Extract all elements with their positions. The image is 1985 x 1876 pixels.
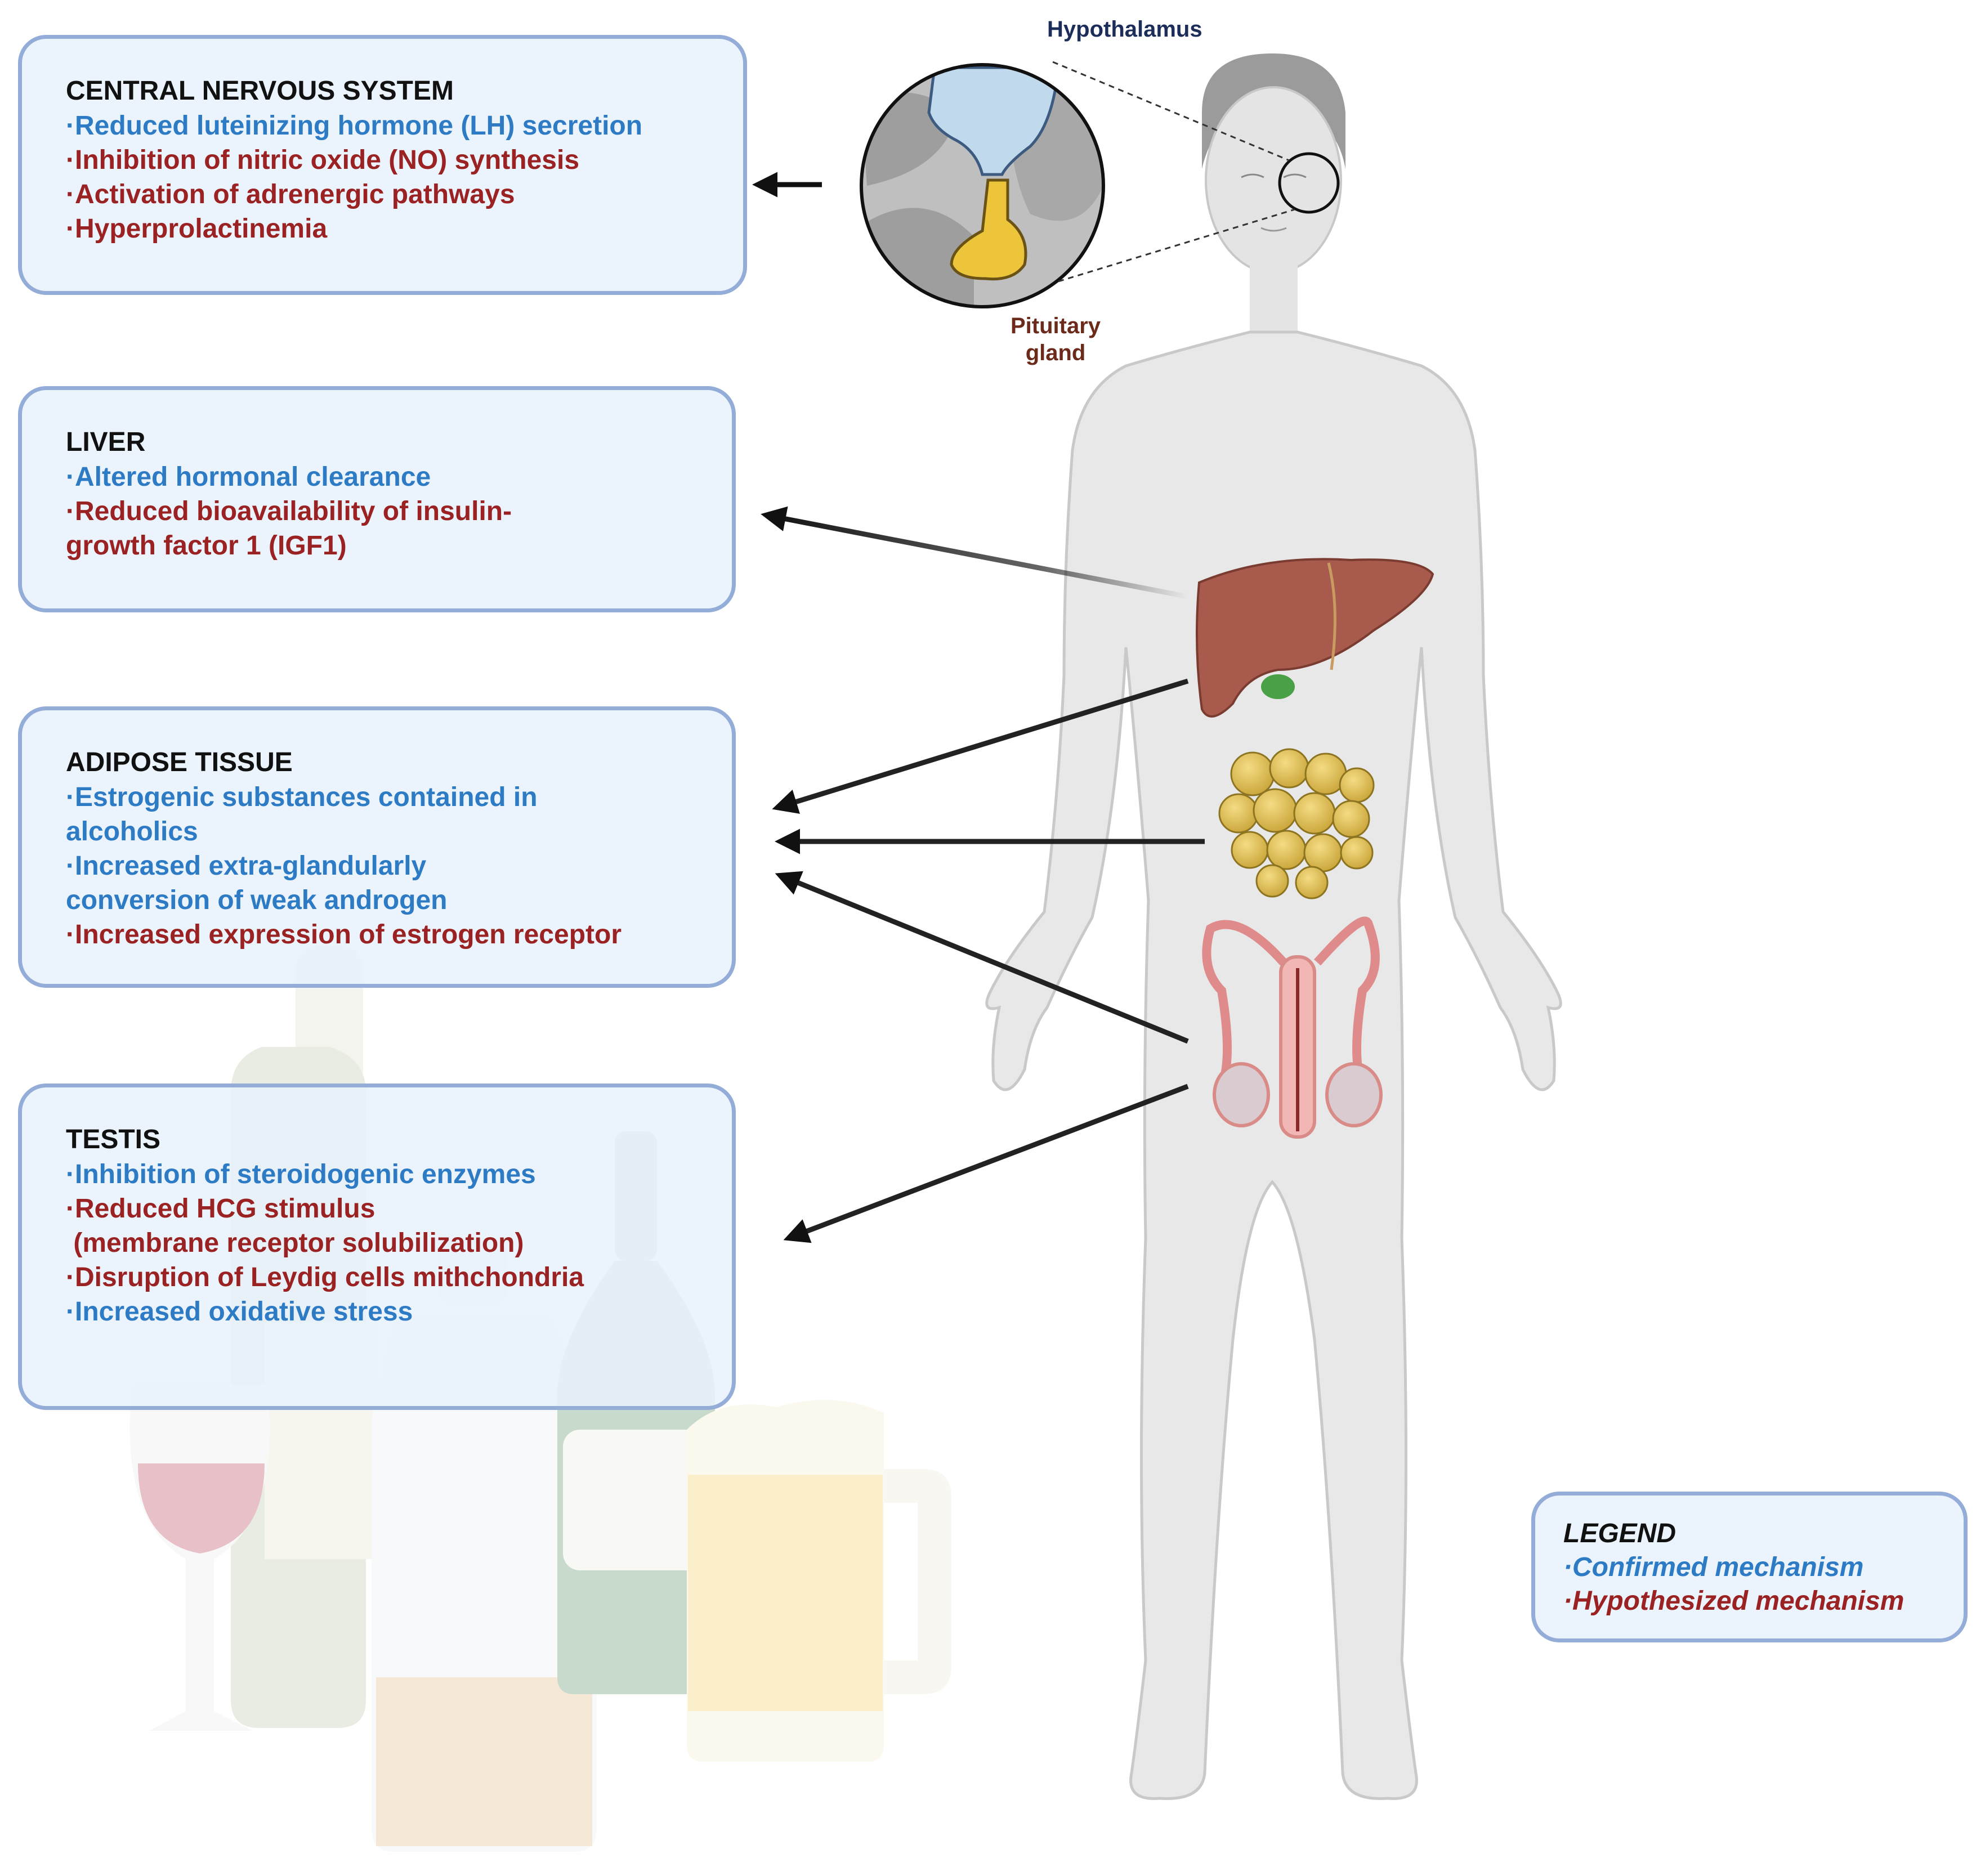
mechanism-item: ·Increased oxidative stress <box>66 1295 732 1329</box>
arrow-testis <box>783 1083 1189 1243</box>
mechanism-text: Confirmed mechanism <box>1572 1552 1864 1582</box>
bullet-mark: · <box>66 920 75 950</box>
cns-box: CENTRAL NERVOUS SYSTEM ·Reduced luteiniz… <box>18 35 747 295</box>
pituitary-gland-label: Pituitary gland <box>1011 312 1101 366</box>
liver-icon <box>1196 558 1434 718</box>
mechanism-item: (membrane receptor solubilization) <box>66 1226 732 1260</box>
mechanism-item: ·Reduced HCG stimulus <box>66 1192 732 1226</box>
mechanism-item: ·Hypothesized mechanism <box>1563 1584 1964 1618</box>
testis-box: TESTIS ·Inhibition of steroidogenic enzy… <box>18 1083 736 1410</box>
pituitary-label-line2: gland <box>1025 341 1086 365</box>
mechanism-text: Altered hormonal clearance <box>74 462 431 492</box>
bullet-mark: · <box>66 180 75 209</box>
mechanism-item: ·Inhibition of nitric oxide (NO) synthes… <box>66 143 743 177</box>
mechanism-item: growth factor 1 (IGF1) <box>66 529 732 563</box>
mechanism-text: growth factor 1 (IGF1) <box>66 531 347 561</box>
mechanism-item: ·Altered hormonal clearance <box>66 460 732 494</box>
arrow-reproductive-to-adipose <box>775 871 1189 1044</box>
mechanism-text: Activation of adrenergic pathways <box>74 180 515 209</box>
bullet-mark: · <box>66 111 75 141</box>
mechanism-item: ·Estrogenic substances contained in <box>66 780 732 814</box>
mechanism-item: ·Inhibition of steroidogenic enzymes <box>66 1157 732 1192</box>
bullet-mark: · <box>66 496 75 526</box>
mechanism-text: Hyperprolactinemia <box>74 214 328 244</box>
mechanism-item: ·Disruption of Leydig cells mithchondria <box>66 1260 732 1295</box>
mechanism-text: Reduced bioavailability of insulin- <box>74 496 512 526</box>
mechanism-text: Increased expression of estrogen recepto… <box>74 920 622 950</box>
arrow-liver <box>761 506 1188 599</box>
legend-title: LEGEND <box>1563 1519 1676 1548</box>
legend-box: LEGEND ·Confirmed mechanism·Hypothesized… <box>1531 1492 1968 1642</box>
mechanism-text: Increased oxidative stress <box>74 1297 413 1327</box>
mechanism-text: Inhibition of nitric oxide (NO) synthesi… <box>74 145 580 175</box>
mechanism-item: ·Activation of adrenergic pathways <box>66 177 743 212</box>
mechanism-text: Reduced luteinizing hormone (LH) secreti… <box>74 111 643 141</box>
bullet-mark: · <box>66 1159 75 1189</box>
mechanism-text: conversion of weak androgen <box>66 885 448 915</box>
mechanism-item: conversion of weak androgen <box>66 883 732 917</box>
mechanism-text: Hypothesized mechanism <box>1572 1586 1904 1616</box>
bullet-mark: · <box>66 145 75 175</box>
mechanism-item: ·Reduced luteinizing hormone (LH) secret… <box>66 109 743 143</box>
liver-title: LIVER <box>66 427 146 457</box>
bullet-mark: · <box>66 851 75 881</box>
beer-mug-icon <box>687 1400 951 1762</box>
cns-title: CENTRAL NERVOUS SYSTEM <box>66 76 454 106</box>
pituitary-label-line1: Pituitary <box>1011 314 1101 338</box>
mechanism-item: ·Confirmed mechanism <box>1563 1551 1964 1584</box>
liver-box: LIVER ·Altered hormonal clearance·Reduce… <box>18 386 736 612</box>
head <box>1205 86 1342 274</box>
mechanism-text: Increased extra-glandularly <box>74 851 427 881</box>
wine-glass-icon <box>129 1385 270 1731</box>
mechanism-item: ·Hyperprolactinemia <box>66 212 743 246</box>
mechanism-item: ·Increased expression of estrogen recept… <box>66 917 732 952</box>
bullet-mark: · <box>66 782 75 812</box>
mechanism-item: ·Increased extra-glandularly <box>66 849 732 883</box>
mechanism-text: Disruption of Leydig cells mithchondria <box>74 1262 584 1292</box>
mechanism-item: ·Reduced bioavailability of insulin- <box>66 494 732 529</box>
human-body-illustration <box>985 53 1562 1800</box>
arrows <box>752 172 1205 1243</box>
adipose-box: ADIPOSE TISSUE ·Estrogenic substances co… <box>18 706 736 988</box>
mechanism-text: (membrane receptor solubilization) <box>66 1228 524 1258</box>
mechanism-item: alcoholics <box>66 814 732 849</box>
mechanism-text: Reduced HCG stimulus <box>74 1194 375 1224</box>
male-reproductive-system-icon <box>1202 916 1383 1139</box>
arrow-liver-to-adipose <box>772 678 1189 814</box>
bullet-mark: · <box>66 1297 75 1327</box>
hypothalamus-label: Hypothalamus <box>1047 17 1202 42</box>
bullet-mark: · <box>66 1262 75 1292</box>
legend-items: ·Confirmed mechanism·Hypothesized mechan… <box>1563 1551 1964 1618</box>
bullet-mark: · <box>1563 1552 1572 1582</box>
adipose-title: ADIPOSE TISSUE <box>66 747 293 777</box>
bullet-mark: · <box>1563 1586 1572 1616</box>
liquor-bottle-icon <box>372 1238 597 1852</box>
mechanism-text: alcoholics <box>66 817 198 847</box>
bullet-mark: · <box>66 1194 75 1224</box>
liver-items: ·Altered hormonal clearance·Reduced bioa… <box>66 460 732 563</box>
adipose-tissue-icon <box>1218 748 1375 899</box>
testis-items: ·Inhibition of steroidogenic enzymes·Red… <box>66 1157 732 1329</box>
bullet-mark: · <box>66 214 75 244</box>
bullet-mark: · <box>66 462 75 492</box>
testis-title: TESTIS <box>66 1125 161 1154</box>
cns-items: ·Reduced luteinizing hormone (LH) secret… <box>66 109 743 246</box>
mechanism-text: Inhibition of steroidogenic enzymes <box>74 1159 536 1189</box>
mechanism-text: Estrogenic substances contained in <box>74 782 538 812</box>
body-silhouette <box>985 330 1562 1800</box>
